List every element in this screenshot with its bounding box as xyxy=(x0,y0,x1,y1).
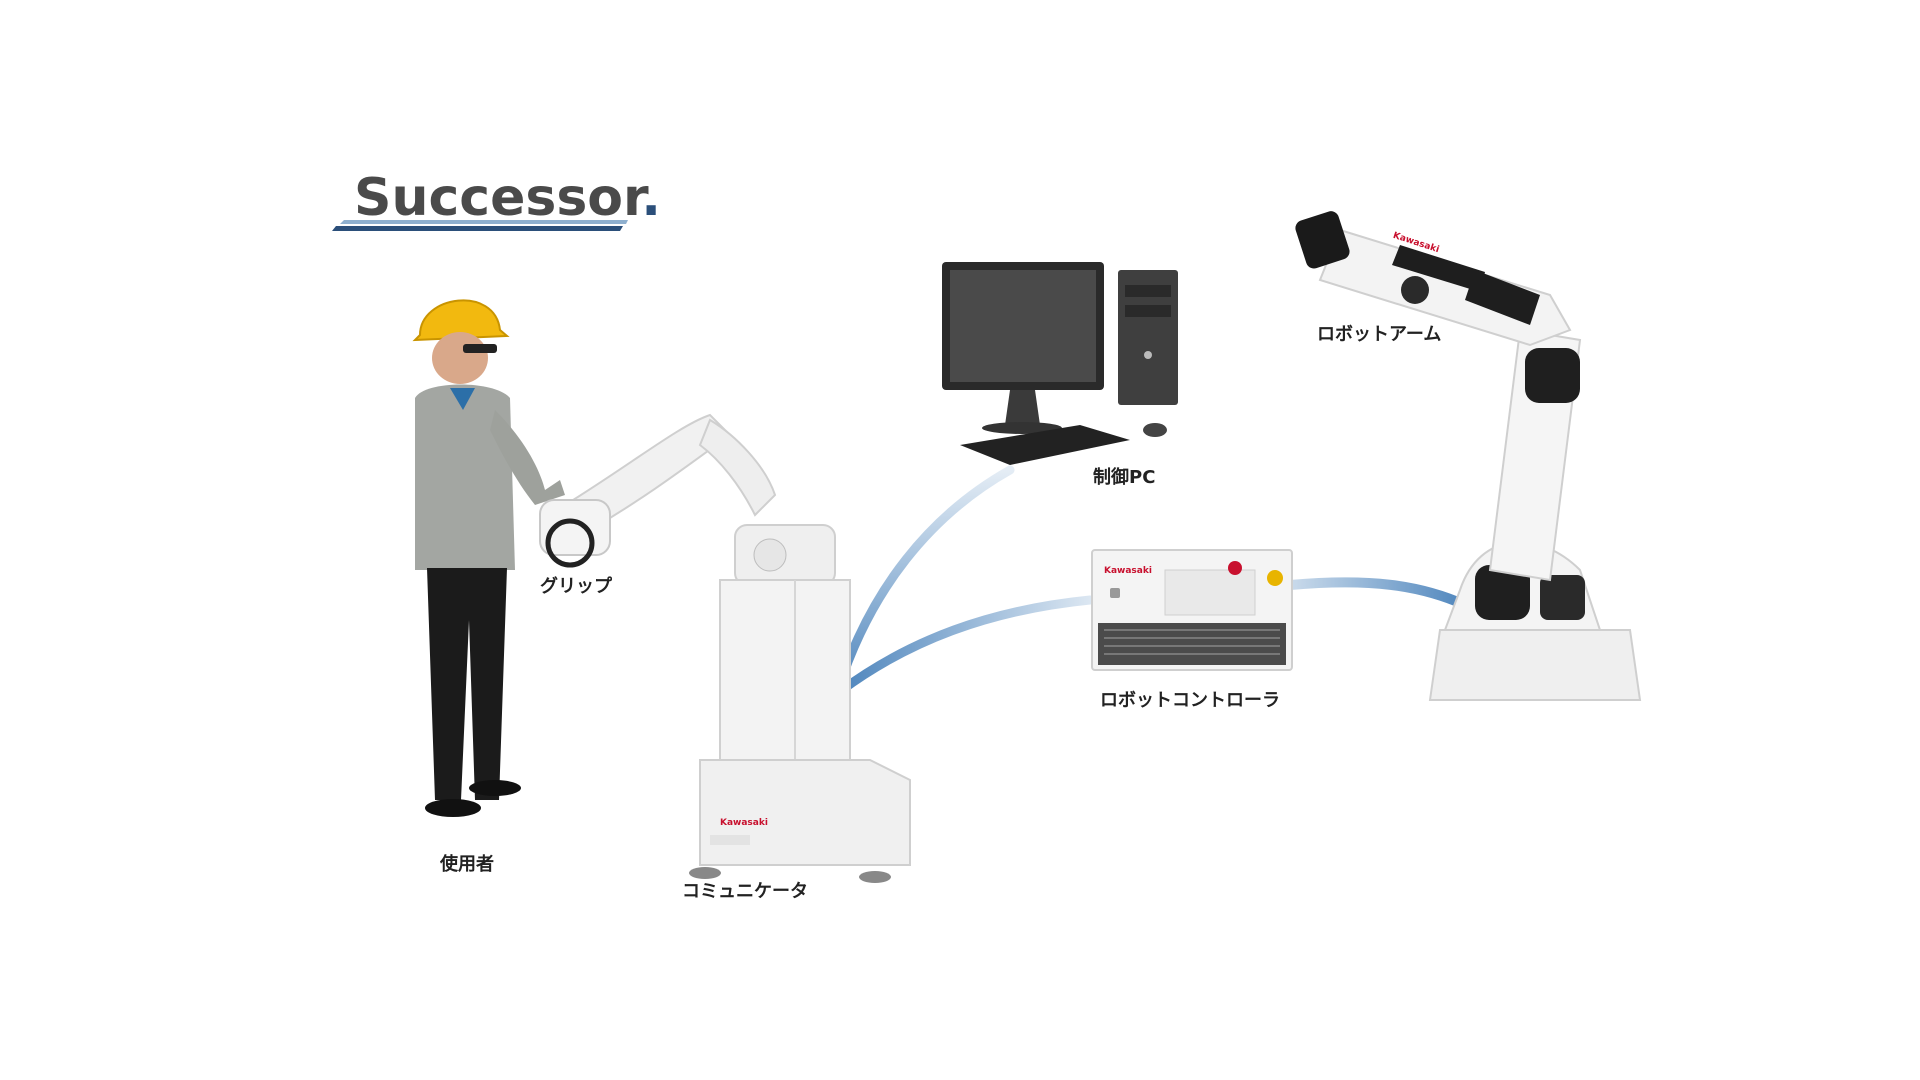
robot-controller xyxy=(1091,549,1293,671)
controller-brand: Kawasaki xyxy=(1104,566,1152,576)
robot-arm xyxy=(1295,211,1642,701)
link-controller-arm xyxy=(1285,577,1470,610)
label-robot-controller: ロボットコントローラ xyxy=(1100,690,1280,711)
hardhat-icon xyxy=(412,299,510,342)
communicator-device xyxy=(539,413,911,883)
label-control-pc: 制御PC xyxy=(1093,467,1156,488)
link-communicator-controller xyxy=(837,595,1095,695)
logo-underline xyxy=(332,220,628,231)
link-communicator-pc xyxy=(833,465,1015,695)
communicator-brand: Kawasaki xyxy=(720,818,768,828)
logo-wordmark: Successor. xyxy=(354,168,662,228)
label-grip: グリップ xyxy=(540,576,612,597)
label-robot-arm: ロボットアーム xyxy=(1317,324,1442,345)
successor-logo: Successor. xyxy=(328,168,661,238)
control-pc xyxy=(942,262,1178,465)
label-user: 使用者 xyxy=(440,854,494,875)
user-figure xyxy=(412,299,565,817)
label-communicator: コミュニケータ xyxy=(682,881,808,902)
